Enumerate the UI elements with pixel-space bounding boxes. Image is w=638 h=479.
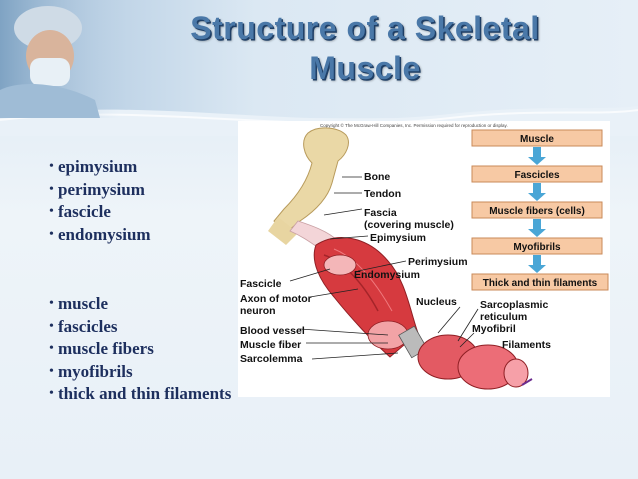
list-item: •thick and thin filaments bbox=[49, 384, 232, 403]
label-myofibril: Myofibril bbox=[472, 323, 516, 335]
list-item: •myofibrils bbox=[49, 361, 133, 381]
flow-box bbox=[471, 201, 603, 219]
label-axon: Axon of motor bbox=[240, 293, 312, 305]
copyright-note: Copyright © The McGraw-Hill Companies, I… bbox=[320, 122, 508, 128]
label-bone: Bone bbox=[364, 171, 390, 183]
label-fascicle: Fascicle bbox=[240, 278, 282, 290]
flow-box bbox=[471, 273, 609, 291]
label-sarcolemma: Sarcolemma bbox=[240, 353, 303, 365]
list-item: •epimysium bbox=[49, 157, 138, 176]
muscle-figure: Copyright © The McGraw-Hill Companies, I… bbox=[238, 121, 610, 397]
list-item: •fascicle bbox=[49, 202, 111, 221]
label-perimysium: Perimysium bbox=[408, 256, 468, 268]
label-axon-2: neuron bbox=[240, 305, 276, 317]
list-item: •fascicles bbox=[49, 316, 118, 336]
label-filaments: Filaments bbox=[502, 339, 551, 351]
flow-text-muscle-fibers: Muscle fibers (cells) bbox=[489, 206, 585, 217]
flow-arrows bbox=[528, 147, 546, 273]
label-blood-vessel: Blood vessel bbox=[240, 325, 305, 337]
flow-box bbox=[471, 165, 603, 183]
hierarchy-flowchart: Muscle Fascicles Muscle fibers (cells) M… bbox=[471, 129, 609, 291]
list-item: •muscle bbox=[49, 294, 109, 313]
flow-box bbox=[471, 129, 603, 147]
label-muscle-fiber: Muscle fiber bbox=[240, 339, 301, 351]
slide-title: Structure of a Skeletal Muscle bbox=[190, 10, 540, 86]
surgeon-photo bbox=[0, 0, 120, 118]
leader-lines bbox=[289, 176, 479, 360]
muscle-fiber-bundle bbox=[398, 325, 533, 390]
flow-box bbox=[471, 237, 603, 255]
label-sarcoplasmic-2: reticulum bbox=[480, 311, 527, 323]
flow-text-muscle: Muscle bbox=[520, 134, 554, 145]
label-nucleus: Nucleus bbox=[416, 296, 457, 308]
list-item: •muscle fibers bbox=[49, 339, 154, 358]
label-endomysium: Endomysium bbox=[354, 269, 420, 281]
label-tendon: Tendon bbox=[364, 188, 401, 200]
flow-text-filaments: Thick and thin filaments bbox=[483, 278, 598, 289]
label-sarcoplasmic: Sarcoplasmic bbox=[480, 299, 548, 311]
bone-illustration bbox=[268, 127, 349, 245]
list-item: •endomysium bbox=[49, 224, 151, 244]
flow-text-fascicles: Fascicles bbox=[514, 170, 559, 181]
structure-list: •epimysium •perimysium •fascicle •endomy… bbox=[49, 156, 151, 246]
list-item: •perimysium bbox=[49, 179, 145, 199]
label-fascia-sub: (covering muscle) bbox=[364, 219, 454, 231]
label-epimysium: Epimysium bbox=[370, 232, 426, 244]
hierarchy-list: •muscle •fascicles •muscle fibers •myofi… bbox=[49, 293, 232, 406]
label-fascia: Fascia bbox=[364, 207, 397, 219]
muscle-diagram: Copyright © The McGraw-Hill Companies, I… bbox=[240, 122, 609, 390]
flow-text-myofibrils: Myofibrils bbox=[513, 242, 561, 253]
